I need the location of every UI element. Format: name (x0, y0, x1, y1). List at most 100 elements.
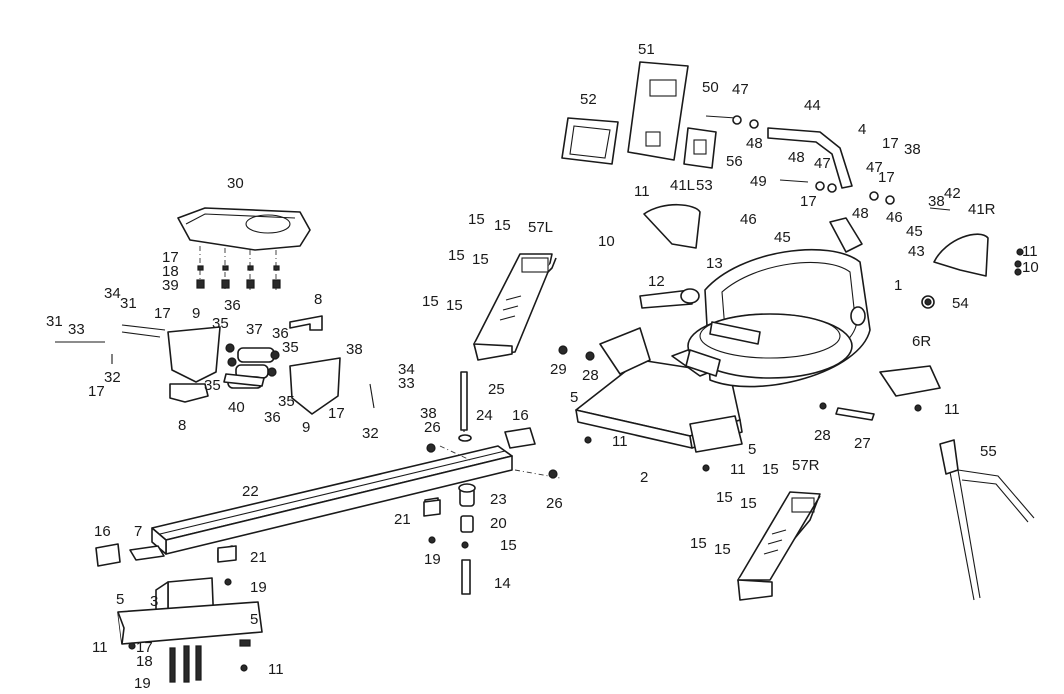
label-18: 18 (162, 263, 179, 280)
label-38: 38 (420, 405, 437, 422)
label-52: 52 (580, 91, 597, 108)
label-57R: 57R (792, 457, 820, 474)
label-5: 5 (250, 611, 258, 628)
label-31: 31 (46, 313, 63, 330)
label-56: 56 (726, 153, 743, 170)
label-28: 28 (814, 427, 831, 444)
label-15: 15 (740, 495, 757, 512)
handlebar-icon (705, 115, 951, 253)
label-26: 26 (546, 495, 563, 512)
label-15: 15 (500, 537, 517, 554)
label-15: 15 (468, 211, 485, 228)
label-1: 1 (894, 277, 902, 294)
label-22: 22 (242, 483, 259, 500)
label-11: 11 (730, 461, 746, 478)
label-38: 38 (928, 193, 945, 210)
label-17: 17 (328, 405, 345, 422)
label-31: 31 (120, 295, 137, 312)
label-19: 19 (134, 675, 151, 692)
label-35: 35 (204, 377, 221, 394)
label-10: 10 (598, 233, 615, 250)
label-37: 37 (246, 321, 263, 338)
label-54: 54 (952, 295, 969, 312)
label-17: 17 (136, 639, 153, 656)
label-50: 50 (702, 79, 719, 96)
label-40: 40 (228, 399, 245, 416)
label-17: 17 (154, 305, 171, 322)
label-48: 48 (788, 149, 805, 166)
bolt-icon (128, 248, 1024, 672)
label-46: 46 (740, 211, 757, 228)
label-15: 15 (448, 247, 465, 264)
label-17: 17 (878, 169, 895, 186)
label-12: 12 (648, 273, 665, 290)
callout-labels: 30 17 18 39 34 31 31 17 9 36 8 33 35 37 … (46, 41, 1039, 692)
label-27: 27 (854, 435, 871, 452)
label-35: 35 (212, 315, 229, 332)
label-34: 34 (398, 361, 415, 378)
label-33: 33 (398, 375, 415, 392)
label-25: 25 (488, 381, 505, 398)
label-11: 11 (634, 183, 650, 200)
seat-icon (177, 207, 311, 290)
label-51: 51 (638, 41, 655, 58)
label-8: 8 (178, 417, 186, 434)
label-13: 13 (706, 255, 723, 272)
label-47: 47 (866, 159, 883, 176)
center-pivot-parts (217, 371, 476, 595)
label-11: 11 (612, 433, 628, 450)
label-17: 17 (162, 249, 179, 266)
label-4: 4 (858, 121, 866, 138)
label-44: 44 (804, 97, 821, 114)
label-6R: 6R (912, 333, 931, 350)
monitor-icon (561, 61, 689, 165)
label-46: 46 (886, 209, 903, 226)
rear-stand (117, 577, 263, 683)
carriage-assembly (55, 315, 375, 415)
label-8: 8 (314, 291, 322, 308)
label-28: 28 (582, 367, 599, 384)
label-15: 15 (716, 489, 733, 506)
label-42: 42 (944, 185, 961, 202)
label-16: 16 (94, 523, 111, 540)
label-9: 9 (192, 305, 200, 322)
water-tank-icon (639, 248, 871, 388)
label-23: 23 (490, 491, 507, 508)
label-11: 11 (92, 639, 108, 656)
label-38: 38 (904, 141, 921, 158)
label-15: 15 (422, 293, 439, 310)
label-43: 43 (908, 243, 925, 260)
label-24: 24 (476, 407, 493, 424)
footrest-right (737, 491, 821, 601)
rail-icon (95, 427, 561, 567)
label-15: 15 (494, 217, 511, 234)
label-5: 5 (116, 591, 124, 608)
label-36: 36 (224, 297, 241, 314)
label-15: 15 (762, 461, 779, 478)
label-39: 39 (162, 277, 179, 294)
label-14: 14 (494, 575, 511, 592)
label-45: 45 (774, 229, 791, 246)
label-16: 16 (512, 407, 529, 424)
label-17: 17 (88, 383, 105, 400)
label-49: 49 (750, 173, 767, 190)
label-15: 15 (472, 251, 489, 268)
footrest-icon (473, 253, 557, 361)
label-17: 17 (882, 135, 899, 152)
label-17: 17 (800, 193, 817, 210)
label-36: 36 (272, 325, 289, 342)
handle-55 (939, 439, 1035, 601)
label-32: 32 (362, 425, 379, 442)
label-21: 21 (250, 549, 267, 566)
label-48: 48 (746, 135, 763, 152)
label-19: 19 (424, 551, 441, 568)
label-33: 33 (68, 321, 85, 338)
label-26: 26 (424, 419, 441, 436)
label-20: 20 (490, 515, 507, 532)
label-29: 29 (550, 361, 567, 378)
label-10: 10 (1022, 259, 1039, 276)
label-47: 47 (814, 155, 831, 172)
label-9: 9 (302, 419, 310, 436)
label-11: 11 (268, 661, 284, 678)
